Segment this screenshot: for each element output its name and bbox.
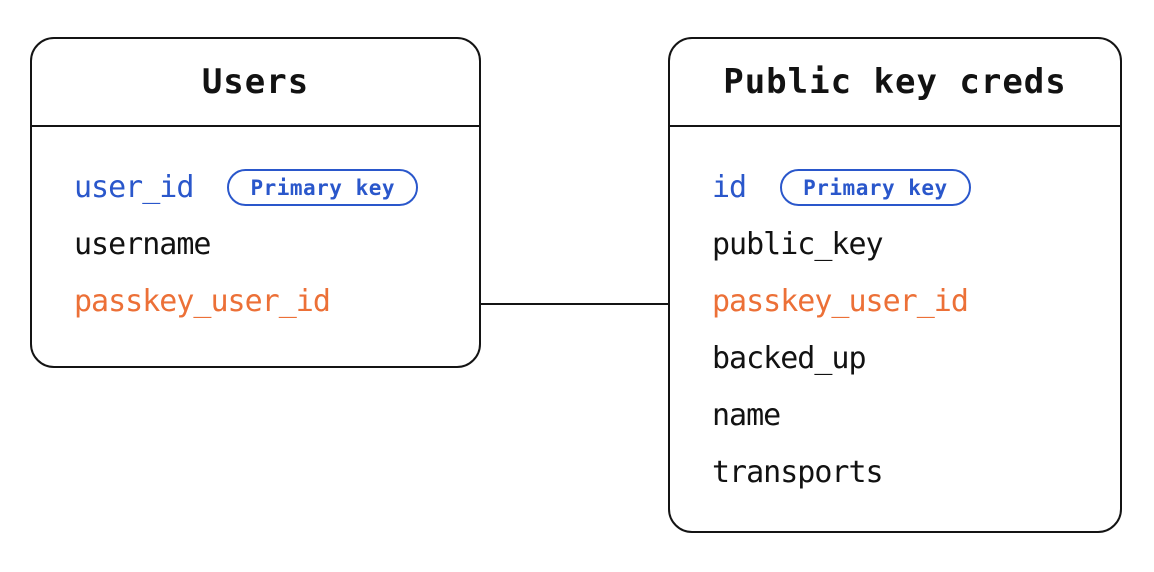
field-row: passkey_user_id: [74, 273, 479, 330]
field-row: id Primary key: [712, 159, 1120, 216]
field-row: passkey_user_id: [712, 273, 1120, 330]
field-name: passkey_user_id: [712, 284, 969, 319]
field-name: backed_up: [712, 341, 867, 376]
field-row: username: [74, 216, 479, 273]
field-name: public_key: [712, 227, 884, 262]
entity-table-users[interactable]: Users user_id Primary key username passkey_…: [30, 37, 481, 368]
table-header: Users: [32, 39, 479, 127]
field-row: user_id Primary key: [74, 159, 479, 216]
table-title: Users: [201, 62, 310, 102]
field-name: username: [74, 227, 211, 262]
primary-key-badge: Primary key: [227, 169, 419, 206]
entity-table-public-key-creds[interactable]: Public key creds id Primary key public_key…: [668, 37, 1122, 533]
field-name: user_id: [74, 170, 194, 205]
table-title: Public key creds: [723, 62, 1067, 102]
field-row: backed_up: [712, 330, 1120, 387]
field-name: name: [712, 398, 781, 433]
primary-key-badge: Primary key: [780, 169, 971, 206]
field-row: public_key: [712, 216, 1120, 273]
table-body: user_id Primary key username passkey_user_i…: [32, 127, 479, 330]
field-row: name: [712, 387, 1120, 444]
field-name: transports: [712, 455, 884, 490]
table-header: Public key creds: [670, 39, 1120, 127]
field-name: id: [712, 170, 747, 205]
field-row: transports: [712, 444, 1120, 501]
relationship-connector-line: [481, 303, 668, 305]
field-name: passkey_user_id: [74, 284, 331, 319]
